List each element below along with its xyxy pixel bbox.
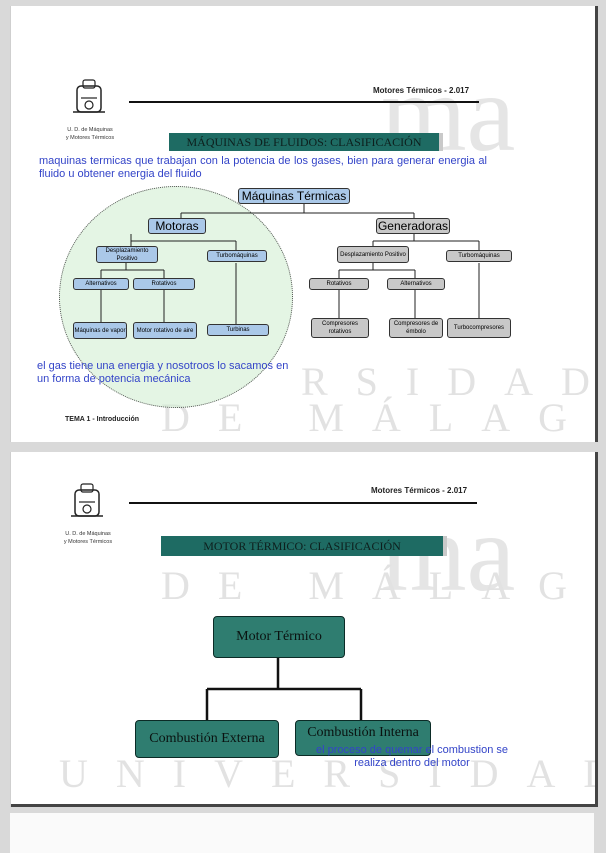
tree-connectors [100, 204, 480, 326]
node-turbocompresores: Turbocompresores [447, 318, 511, 338]
watermark-malaga: DE MÁLAGA [161, 563, 595, 608]
department-label: U. D. de Máquinas y Motores Térmicos [55, 126, 125, 142]
node-motor-termico: Motor Térmico [213, 616, 345, 658]
department-line-1: U. D. de Máquinas [65, 531, 111, 537]
node-generadoras: Generadoras [376, 218, 450, 234]
header-divider [129, 101, 479, 103]
header-divider [129, 502, 477, 504]
footer-topic: TEMA 1 - Introducción [65, 416, 140, 423]
annotation-interna: el proceso de quemar el combustion se re… [316, 744, 508, 769]
node-generadoras-alternativos: Alternativos [387, 278, 445, 290]
node-maquinas-vapor: Máquinas de vapor [73, 322, 127, 339]
department-line-1: U. D. de Máquinas [67, 127, 113, 133]
node-combustion-interna: Combustión Interna [295, 720, 431, 756]
header-title: Motores Térmicos - 2.017 [373, 86, 470, 95]
page-bottom-edge [11, 804, 595, 807]
watermark-logo-text: ma [381, 52, 516, 174]
node-motoras: Motoras [148, 218, 206, 234]
slide-page-1: ma RSIDAD DE MÁLAGA U. D. de Máquinas y … [10, 6, 598, 442]
annotation-bottom: el gas tiene una energia y nosotroos lo … [37, 360, 289, 385]
node-compresores-rotativos: Compresores rotativos [311, 318, 369, 338]
node-generadoras-turbomaquinas: Turbomáquinas [446, 250, 512, 262]
watermark-malaga: DE MÁLAGA [161, 395, 595, 440]
department-line-2: y Motores Térmicos [65, 135, 115, 141]
annotation-top: maquinas termicas que trabajan con la po… [39, 155, 487, 180]
node-compresores-embolo: Compresores de émbolo [389, 318, 443, 338]
node-generadoras-rotativos: Rotativos [309, 278, 369, 290]
node-motoras-alternativos: Alternativos [73, 278, 129, 290]
node-motoras-desplazamiento: Desplazamiento Positivo [96, 246, 158, 263]
slide-page-2: ma DE MÁLAGA UNIVERSIDAD U. D. de Máquin… [10, 452, 598, 807]
department-label: U. D. de Máquinas y Motores Térmicos [53, 530, 123, 546]
department-line-2: y Motores Térmicos [63, 539, 113, 545]
watermark-universidad: UNIVERSIDAD [59, 751, 598, 796]
node-motoras-turbomaquinas: Turbomáquinas [207, 250, 267, 262]
slide-title: MOTOR TÉRMICO: CLASIFICACIÓN [161, 536, 447, 556]
node-generadoras-desplazamiento: Desplazamiento Positivo [337, 246, 409, 263]
slide-title: MÁQUINAS DE FLUIDOS: CLASIFICACIÓN [169, 133, 443, 151]
university-seal-icon [69, 78, 109, 123]
university-seal-icon [67, 482, 107, 527]
node-motor-rotativo: Motor rotativo de aire [133, 322, 197, 339]
header-title: Motores Térmicos - 2.017 [371, 486, 468, 495]
watermark-universidad: RSIDAD [301, 359, 598, 404]
tree-connectors [205, 656, 363, 720]
node-maquinas-termicas: Máquinas Térmicas [238, 188, 350, 204]
node-motoras-rotativos: Rotativos [133, 278, 195, 290]
slide-page-3-partial [10, 813, 594, 853]
node-combustion-externa: Combustión Externa [135, 720, 279, 758]
node-turbinas: Turbinas [207, 324, 269, 336]
